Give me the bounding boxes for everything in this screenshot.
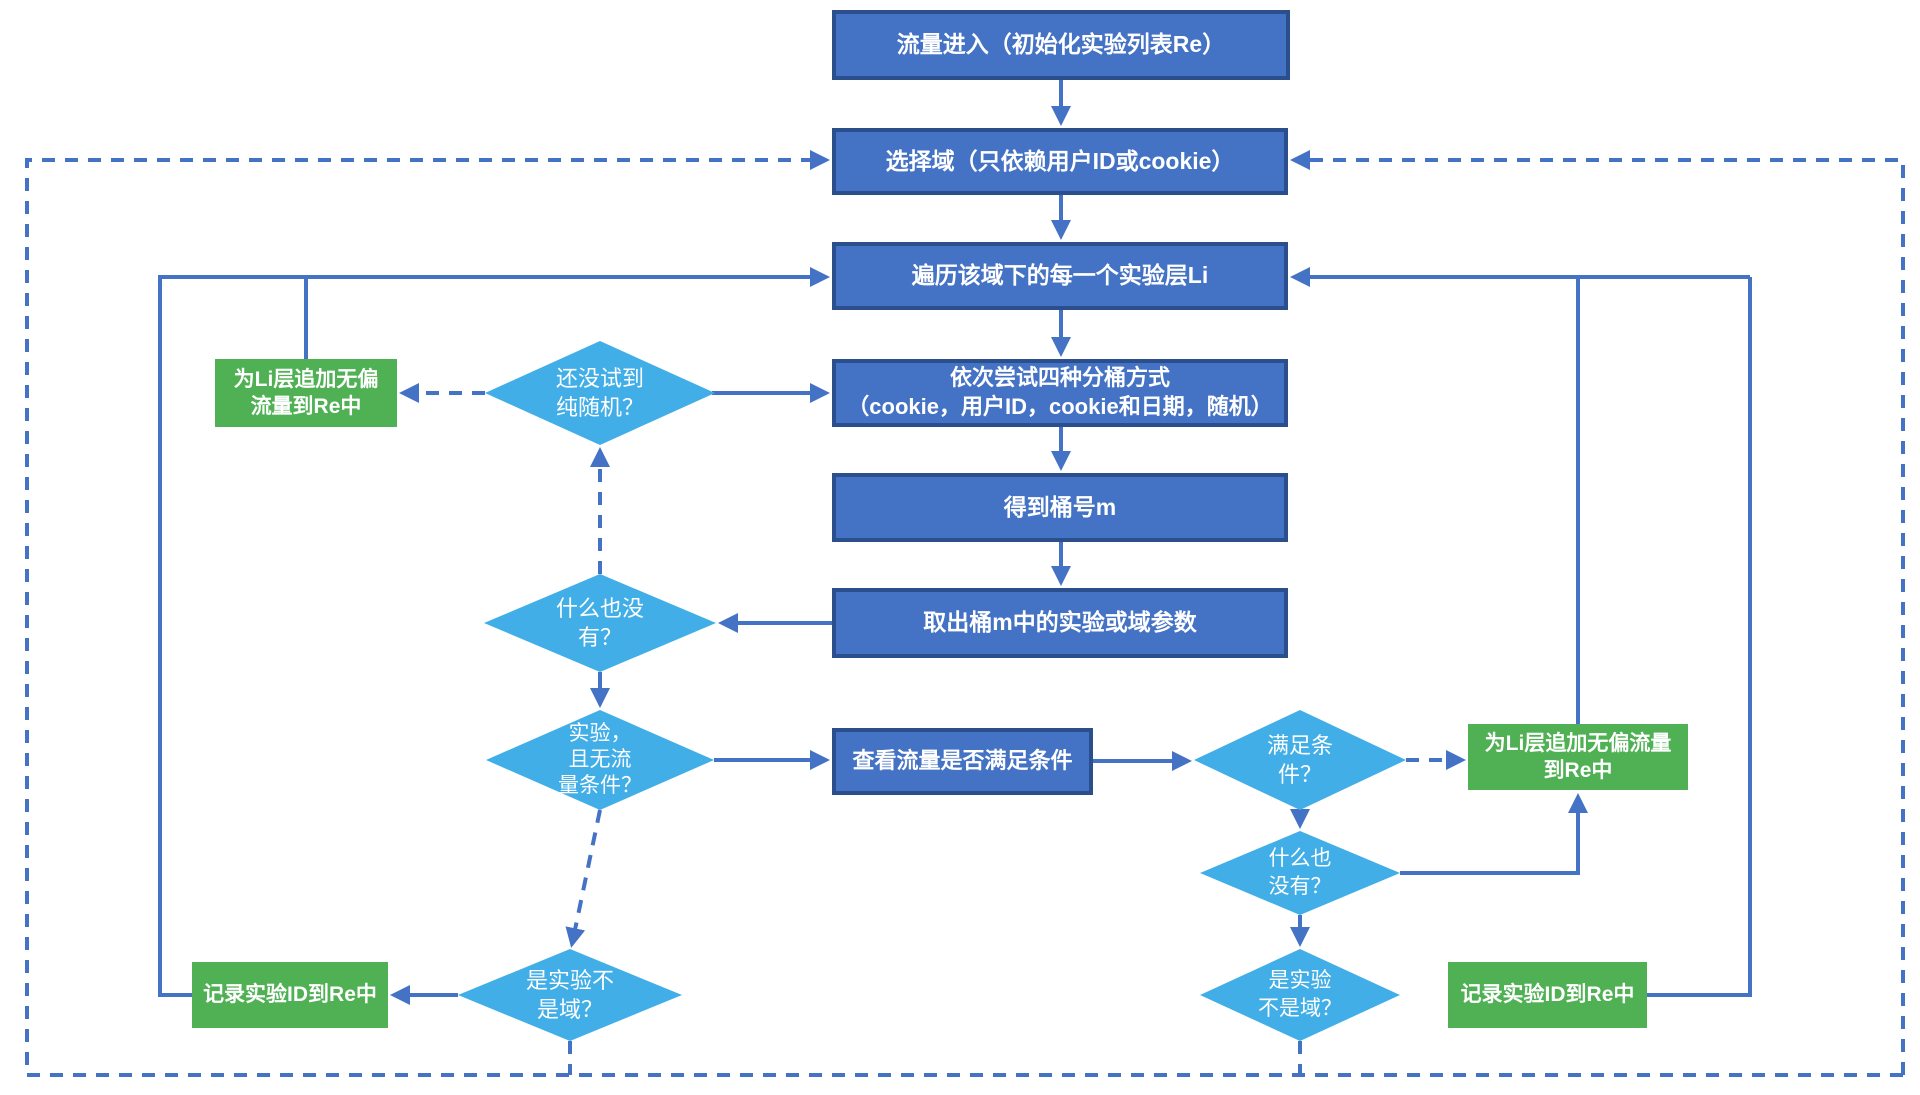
decision-is-experiment-left: 是实验不 是域？: [458, 949, 682, 1041]
process-check-traffic-condition: 查看流量是否满足条件: [832, 728, 1093, 795]
process-try-bucketing-methods: 依次尝试四种分桶方式 （cookie，用户ID，cookie和日期，随机）: [832, 359, 1288, 427]
connector-nothing-right-to-append-right: [1400, 793, 1588, 875]
action-record-experiment-id-right: 记录实验ID到Re中: [1448, 962, 1647, 1028]
decision-condition-met: 满足条 件？: [1194, 710, 1406, 810]
action-append-unbiased-traffic-left: 为Li层追加无偏 流量到Re中: [215, 359, 397, 427]
process-iterate-layers: 遍历该域下的每一个实验层Li: [832, 242, 1288, 310]
decision-is-experiment-right: 是实验 不是域？: [1200, 949, 1400, 1041]
connector-exp-check-to-is-exp-left: [565, 809, 602, 948]
action-record-experiment-id-left: 记录实验ID到Re中: [192, 962, 388, 1028]
process-get-bucket-number: 得到桶号m: [832, 473, 1288, 542]
decision-experiment-no-traffic-cond: 实验， 且无流 量条件？: [486, 710, 714, 810]
process-traffic-entry: 流量进入（初始化实验列表Re）: [832, 10, 1290, 80]
connector-record-right-riser: [1647, 277, 1752, 997]
decision-not-tried-pure-random: 还没试到 纯随机？: [485, 341, 715, 445]
process-extract-bucket-params: 取出桶m中的实验或域参数: [832, 588, 1288, 658]
decision-nothing-found-right: 什么也 没有？: [1200, 831, 1400, 915]
decision-nothing-found-left: 什么也没 有？: [484, 574, 716, 672]
action-append-unbiased-traffic-right: 为Li层追加无偏流量 到Re中: [1468, 724, 1688, 790]
connector-big-loop-right-to-select-domain: [1290, 150, 1905, 1075]
process-select-domain: 选择域（只依赖用户ID或cookie）: [832, 128, 1288, 195]
